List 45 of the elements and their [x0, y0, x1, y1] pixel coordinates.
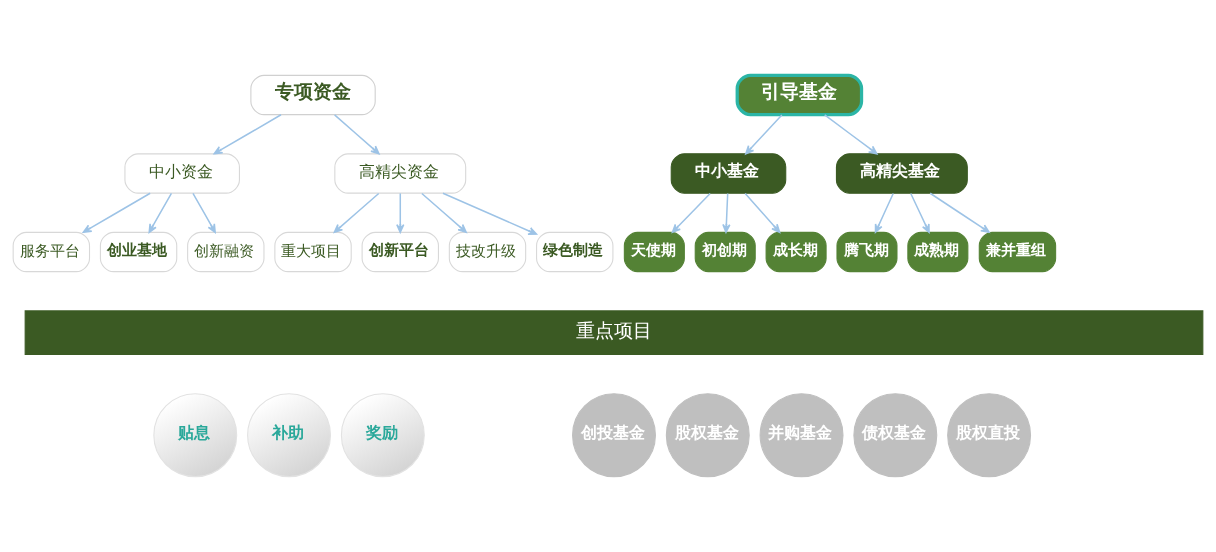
- arrow: [929, 192, 990, 233]
- arrow: [722, 192, 731, 234]
- node-box: 高精尖资金: [334, 153, 467, 194]
- node-circle: 奖励: [340, 393, 425, 478]
- arrow: [874, 192, 894, 234]
- node-box: 重大项目: [274, 231, 352, 273]
- node-box: 绿色制造: [536, 231, 614, 273]
- node-box: 兼并重组: [978, 231, 1057, 273]
- node-circle: 股权直投: [947, 393, 1032, 478]
- arrow: [82, 192, 151, 233]
- node-box: 技改升级: [448, 231, 527, 273]
- node-box: 专项资金: [250, 74, 376, 116]
- arrow: [744, 192, 781, 234]
- arrow: [421, 192, 467, 234]
- arrow: [192, 192, 216, 234]
- node-box: 中小资金: [124, 153, 240, 194]
- node-circle: 补助: [247, 393, 332, 478]
- node-box: 中小基金: [670, 153, 787, 194]
- node-box: 重点项目: [24, 310, 1204, 356]
- arrow: [213, 114, 282, 155]
- node-circle: 并购基金: [759, 393, 844, 478]
- node-box: 创新平台: [361, 231, 439, 273]
- node-box: 服务平台: [12, 231, 91, 273]
- node-circle: 股权基金: [665, 393, 750, 478]
- node-box: 腾飞期: [836, 231, 898, 273]
- node-box: 创新融资: [187, 231, 265, 273]
- node-circle: 创投基金: [572, 393, 656, 478]
- arrow: [823, 114, 878, 155]
- arrow: [333, 114, 380, 155]
- node-circle: 债权基金: [853, 393, 938, 478]
- arrow: [745, 114, 783, 155]
- node-box: 成长期: [765, 231, 827, 273]
- node-box: 高精尖基金: [835, 153, 968, 194]
- node-box: 天使期: [623, 231, 685, 273]
- arrow: [148, 192, 173, 234]
- node-box: 引导基金: [735, 73, 864, 117]
- node-box: 成熟期: [907, 231, 969, 273]
- node-box: 初创期: [694, 231, 756, 273]
- node-circle: 贴息: [153, 393, 238, 478]
- arrow: [333, 192, 380, 234]
- arrow: [910, 192, 930, 234]
- node-box: 创业基地: [99, 231, 178, 273]
- arrow: [442, 192, 538, 235]
- arrow: [396, 192, 405, 234]
- arrow: [671, 192, 711, 234]
